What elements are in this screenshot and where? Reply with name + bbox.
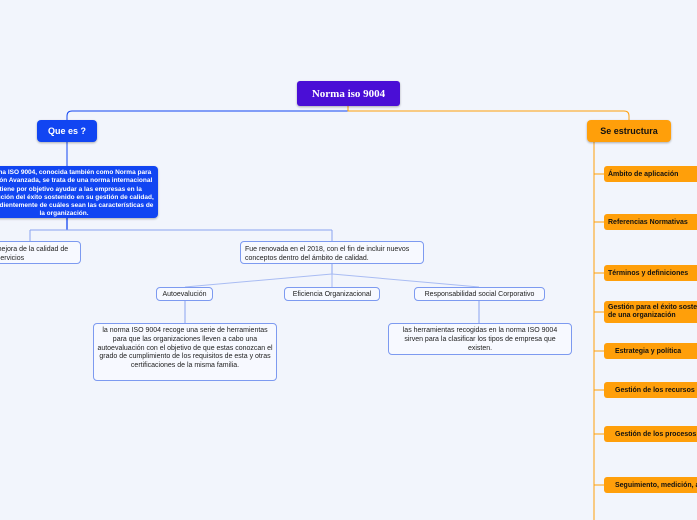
structure-item-referencias[interactable]: Referencias Normativas [604,214,697,230]
structure-item-terminos[interactable]: Términos y definiciones [604,265,697,281]
topic-renovada-2018[interactable]: Fue renovada en el 2018, con el fin de i… [240,241,424,264]
topic-autoevaluacion[interactable]: Autoevalución [156,287,213,301]
detail-responsabilidad[interactable]: las herramientas recogidas en la norma I… [388,323,572,355]
topic-responsabilidad-social[interactable]: Responsabilidad social Corporativo [414,287,545,301]
detail-autoevaluacion[interactable]: la norma ISO 9004 recoge una serie de he… [93,323,277,381]
central-topic[interactable]: Norma iso 9004 [297,81,400,106]
structure-item-gestion-exito[interactable]: Gestión para el éxito sostenido de una o… [604,301,697,323]
topic-mejora-calidad[interactable]: La mejora de la calidad de los servicios [0,241,81,264]
structure-item-ambito[interactable]: Ámbito de aplicación [604,166,697,182]
branch-se-estructura[interactable]: Se estructura [587,120,671,142]
structure-item-estrategia[interactable]: Estrategia y política [604,343,697,359]
branch-que-es[interactable]: Que es ? [37,120,97,142]
topic-eficiencia-organizacional[interactable]: Eficiencia Organizacional [284,287,380,301]
definition-node[interactable]: La norma ISO 9004, conocida también como… [0,166,158,218]
structure-item-procesos[interactable]: Gestión de los procesos [604,426,697,442]
structure-item-recursos[interactable]: Gestión de los recursos [604,382,697,398]
structure-item-seguimiento[interactable]: Seguimiento, medición, análisis y revisi… [604,477,697,493]
